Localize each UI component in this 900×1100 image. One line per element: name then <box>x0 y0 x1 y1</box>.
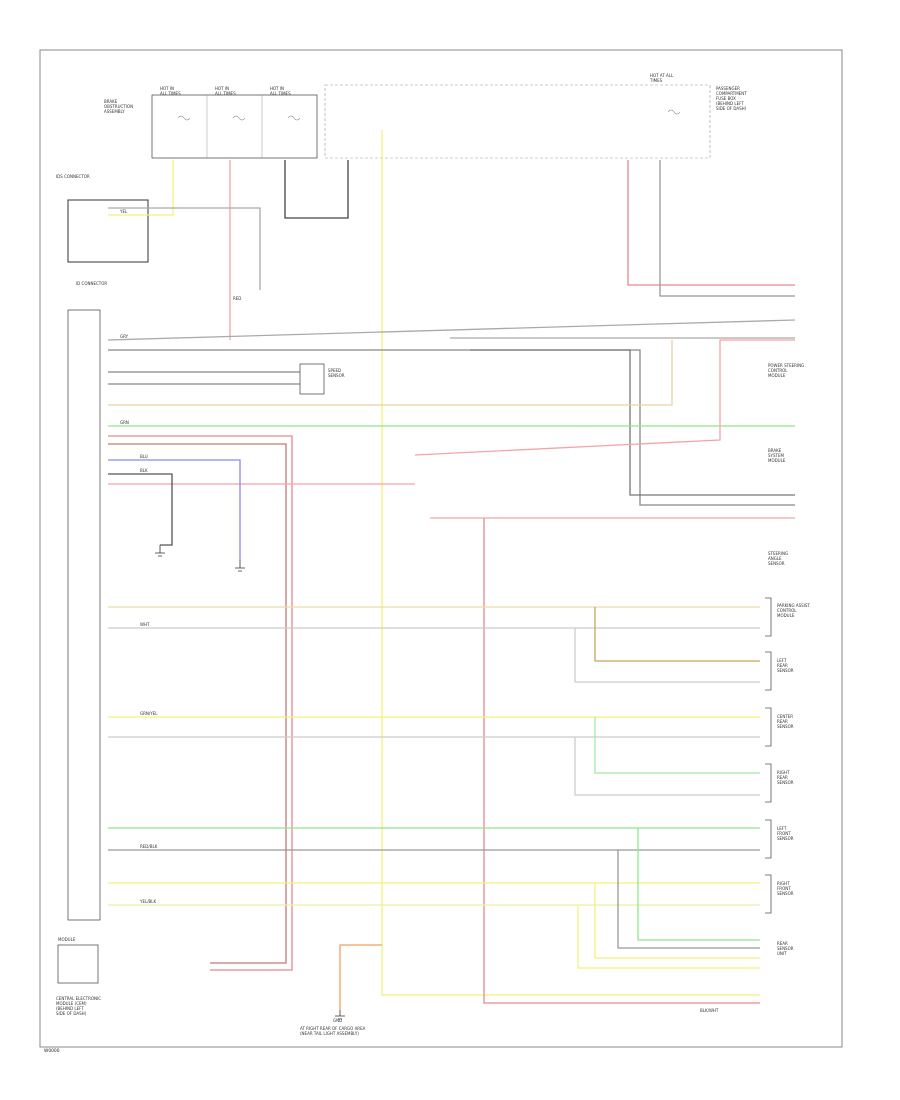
footer-code: W0000 <box>44 1048 60 1054</box>
wire-label-blkwht: BLK/WHT <box>700 1008 719 1013</box>
wire-grn-drop <box>637 828 760 941</box>
speed-sensor-box <box>299 363 325 395</box>
right-components <box>765 597 772 914</box>
wire-gray-s4 <box>574 737 760 796</box>
wire-yel-drop-1 <box>594 883 760 959</box>
central-module-box <box>67 309 101 921</box>
wire-gray-feed <box>108 207 261 290</box>
wire-gray-s2 <box>574 628 760 683</box>
wire-label-grnyel: GRN/YEL <box>140 711 158 716</box>
wire-yel-feed <box>108 160 174 216</box>
wires <box>107 130 796 1010</box>
wire-label-gry: GRY <box>120 334 129 339</box>
wire-brown-down-2 <box>108 443 287 964</box>
bottom-module-label: MODULE <box>58 937 76 942</box>
wire-label-red: RED <box>233 296 241 301</box>
data-link-box <box>67 199 149 263</box>
wire-label-blk: BLK <box>140 468 148 473</box>
wire-yel-drop-2 <box>577 905 760 969</box>
wire-orange-ground <box>339 944 382 1010</box>
wire-label-redblk: RED/BLK <box>140 844 158 849</box>
wire-label-grn: GRN <box>120 420 129 425</box>
bottom-ground-note: AT RIGHT REAR OF CARGO AREA(NEAR TAIL LI… <box>300 1026 366 1036</box>
wire-label-wht: WHT <box>140 622 150 627</box>
wire-gray-1 <box>107 319 796 341</box>
right-fuse-symbol <box>667 109 681 115</box>
wire-red-right-1 <box>414 339 795 456</box>
connector-top-label: IDS CONNECTOR <box>56 174 90 179</box>
bottom-ground-center: GND <box>333 1018 342 1023</box>
ground-symbols <box>155 545 345 1020</box>
wire-blk-short <box>108 473 173 546</box>
wire-blu <box>108 459 241 560</box>
wire-red-down-1 <box>108 435 293 971</box>
wire-gray-drop <box>617 850 760 949</box>
ground-label: ID CONNECTOR <box>76 281 107 286</box>
wire-gray-right-top <box>659 160 795 297</box>
wire-yel-center <box>381 130 760 996</box>
wire-label-yelblk: YEL/BLK <box>139 899 157 904</box>
fuse-block-left <box>151 94 318 159</box>
wire-label-yel: YEL <box>119 209 128 214</box>
wire-red-right-top <box>627 160 795 286</box>
wire-grnyel-s4 <box>594 717 760 774</box>
wire-brown-s2 <box>594 607 760 662</box>
wire-black-loop <box>284 160 349 219</box>
wire-gray-2 <box>108 349 795 506</box>
diagram-frame <box>39 49 843 1048</box>
wire-label-blu: BLU <box>140 454 148 459</box>
bottom-module-box <box>57 944 99 984</box>
wire-tan <box>108 340 673 406</box>
fuse-box-right <box>324 84 711 159</box>
wire-red-down-3 <box>483 518 760 1004</box>
wire-gray-3 <box>470 349 795 496</box>
fuse-symbols <box>177 115 301 121</box>
